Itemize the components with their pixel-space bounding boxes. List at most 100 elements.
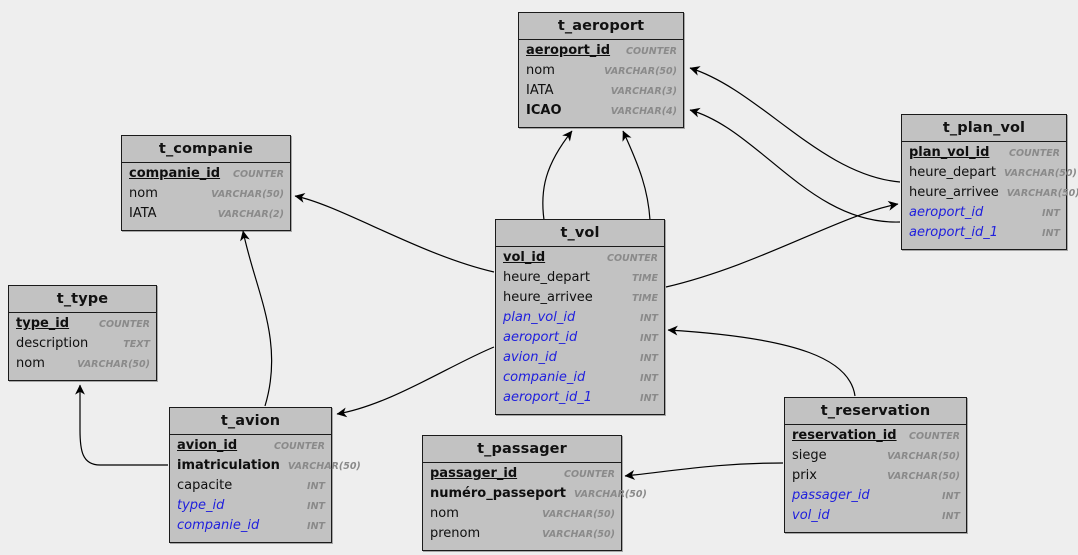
attribute-row[interactable]: passager_id COUNTER [423,466,621,486]
relationship-planvol-aeroport-1 [689,66,901,183]
attribute-type: INT [1042,228,1060,239]
attribute-type: COUNTER [274,441,325,452]
attribute-type: VARCHAR(50) [542,509,615,520]
attribute-type: VARCHAR(50) [887,451,960,462]
attribute-name: reservation_id [792,428,897,443]
attribute-type: VARCHAR(50) [887,471,960,482]
entity-title-t_reservation: t_reservation [785,398,966,425]
attribute-row[interactable]: IATA VARCHAR(3) [519,83,683,103]
relationship-reservation-passager [624,462,784,480]
attribute-row[interactable]: vol_id COUNTER [496,250,664,270]
attribute-name: capacite [177,478,233,493]
attribute-name: aeroport_id [909,205,984,220]
attribute-name: passager_id [430,466,518,481]
attribute-name: passager_id [792,488,870,503]
attribute-type: VARCHAR(3) [610,86,677,97]
entity-title-t_type: t_type [9,286,156,313]
attribute-row[interactable]: capacite INT [170,478,331,498]
attribute-type: VARCHAR(50) [1003,168,1077,179]
entity-title-t_plan_vol: t_plan_vol [902,115,1066,142]
attribute-type: COUNTER [564,469,615,480]
attribute-name: nom [526,63,555,78]
relationship-vol-aeroport-2 [622,130,651,221]
attribute-name: type_id [177,498,225,513]
relationship-vol-aeroport-1 [542,130,573,221]
attribute-type: INT [942,511,960,522]
entity-title-t_aeroport: t_aeroport [519,13,683,40]
attribute-type: INT [307,481,325,492]
attribute-row[interactable]: aeroport_id_1 INT [902,225,1066,245]
attribute-row[interactable]: avion_id COUNTER [170,438,331,458]
attribute-type: INT [640,353,658,364]
attribute-row[interactable]: passager_id INT [785,488,966,508]
attribute-name: vol_id [503,250,546,265]
attribute-type: COUNTER [99,319,150,330]
attribute-type: INT [640,393,658,404]
attribute-name: heure_arrivee [503,290,593,305]
attribute-type: INT [640,373,658,384]
attribute-type: INT [307,521,325,532]
attribute-type: VARCHAR(50) [287,461,361,472]
attribute-row[interactable]: nom VARCHAR(50) [423,506,621,526]
attribute-type: COUNTER [607,253,658,264]
attribute-row[interactable]: aeroport_id INT [902,205,1066,225]
attribute-name: companie_id [503,370,586,385]
attribute-name: IATA [526,83,554,98]
attribute-name: aeroport_id_1 [909,225,999,240]
attribute-name: plan_vol_id [909,145,990,160]
attribute-type: INT [942,491,960,502]
relationship-vol-avion [336,346,495,418]
attribute-row[interactable]: vol_id INT [785,508,966,528]
attribute-type: COUNTER [233,169,284,180]
attribute-row[interactable]: type_id INT [170,498,331,518]
attribute-row[interactable]: nom VARCHAR(50) [519,63,683,83]
relationship-vol-planvol [665,200,899,288]
attribute-name: nom [16,356,45,371]
attribute-name: nom [430,506,459,521]
attribute-row[interactable]: companie_id INT [496,370,664,390]
attribute-name: avion_id [177,438,238,453]
attribute-type: TEXT [123,339,150,350]
attribute-type: INT [307,501,325,512]
attribute-type: INT [1042,208,1060,219]
attribute-type: INT [640,313,658,324]
attribute-name: vol_id [792,508,830,523]
attribute-type: VARCHAR(50) [604,66,677,77]
